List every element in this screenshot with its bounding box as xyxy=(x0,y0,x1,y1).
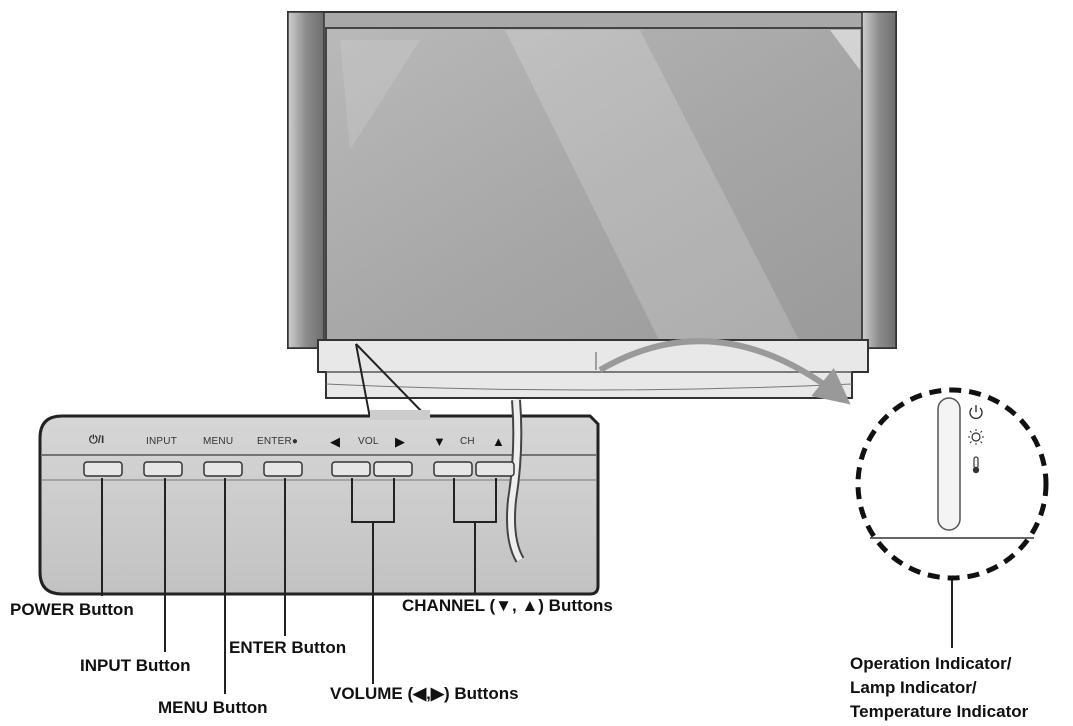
power-button-label: ⏻/I xyxy=(89,434,105,446)
menu-button-callout: MENU Button xyxy=(158,698,268,717)
indicator-arrow xyxy=(598,338,851,405)
control-panel xyxy=(38,399,600,596)
enter-button-callout: ENTER Button xyxy=(229,638,347,657)
menu-button-shape xyxy=(203,461,243,477)
input-button-shape xyxy=(143,461,183,477)
vol-down-button-shape xyxy=(331,461,371,477)
tv-body xyxy=(287,11,897,405)
enter-button-shape xyxy=(263,461,303,477)
input-button-callout: INPUT Button xyxy=(80,656,191,675)
tv-screen xyxy=(325,27,863,345)
power-button-callout: POWER Button xyxy=(10,600,134,619)
vol-label: VOL xyxy=(358,436,379,447)
right-speaker xyxy=(861,11,897,349)
lamp-icon xyxy=(968,429,984,445)
ch-up-arrow: ▲ xyxy=(492,434,506,449)
indicator-window xyxy=(937,397,961,531)
tv-base xyxy=(317,339,869,399)
ch-label: CH xyxy=(460,436,475,447)
volume-buttons-callout: VOLUME (◀,▶) Buttons xyxy=(330,684,519,703)
temperature-icon xyxy=(972,456,980,474)
power-button-shape xyxy=(83,461,123,477)
left-speaker xyxy=(287,11,325,349)
ch-down-button-shape xyxy=(433,461,473,477)
vol-up-button-shape xyxy=(373,461,413,477)
operation-indicator-label: Operation Indicator/ xyxy=(850,654,1012,673)
power-icon xyxy=(969,405,983,420)
menu-button-label: MENU xyxy=(203,436,234,447)
temperature-indicator-label: Temperature Indicator xyxy=(850,702,1029,721)
channel-buttons-callout: CHANNEL (▼, ▲) Buttons xyxy=(402,596,613,615)
vol-left-arrow: ◀ xyxy=(330,434,341,449)
lamp-indicator-label: Lamp Indicator/ xyxy=(850,678,977,697)
enter-button-label: ENTER● xyxy=(257,436,299,447)
panel-buttons xyxy=(83,461,515,477)
indicator-zoom xyxy=(855,387,1049,581)
input-button-label: INPUT xyxy=(146,436,177,447)
ch-down-arrow: ▼ xyxy=(433,434,447,449)
ch-up-button-shape xyxy=(475,461,515,477)
vol-right-arrow: ▶ xyxy=(395,434,406,449)
